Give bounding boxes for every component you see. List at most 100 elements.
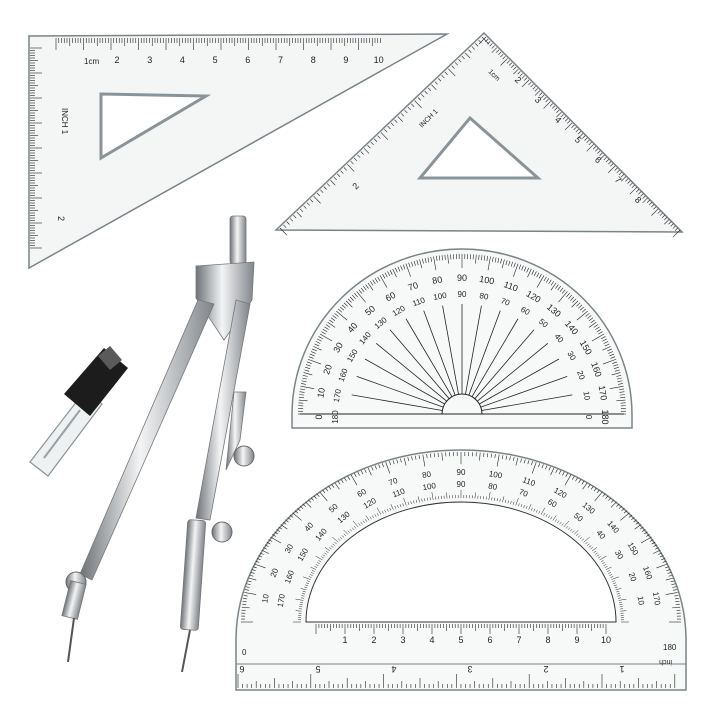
tick-mark (289, 514, 294, 518)
set-square-30-60-right-scale (478, 36, 681, 238)
tick-mark (602, 493, 606, 497)
tick-mark (608, 351, 614, 354)
tick-mark (672, 586, 677, 588)
tick-mark (394, 505, 397, 509)
tick-mark (538, 273, 542, 279)
tick-mark (596, 554, 600, 557)
tick-mark (360, 151, 364, 155)
small-protractor-outer-label: 0 (314, 414, 324, 419)
tick-mark (343, 529, 349, 535)
tick-mark (489, 43, 493, 47)
tick-mark (387, 125, 391, 130)
tick-mark (548, 279, 552, 285)
tick-mark (604, 343, 610, 347)
tick-mark (629, 182, 633, 186)
tick-mark (613, 582, 617, 584)
tick-mark (430, 256, 432, 262)
tick-mark (658, 552, 663, 555)
tick-mark (287, 517, 291, 521)
tick-mark (327, 321, 336, 328)
tick-mark (600, 336, 606, 340)
tick-mark (396, 459, 399, 464)
set-square-30-60-cm-label: 3 (533, 95, 544, 106)
set-square-30-60-cutout (416, 115, 542, 180)
tick-mark (657, 210, 661, 214)
small-protractor-inner-label: 170 (332, 388, 343, 403)
tick-mark (441, 255, 443, 261)
set-square-45-cm-unit: 1cm (84, 57, 99, 66)
tick-mark (527, 268, 532, 278)
tick-mark (352, 520, 359, 528)
tick-mark (451, 65, 455, 69)
tick-mark (527, 460, 530, 465)
tick-mark (538, 463, 541, 468)
protractor-ray (351, 394, 443, 411)
tick-mark (308, 576, 312, 578)
tick-mark (410, 501, 412, 505)
tick-mark (305, 501, 312, 508)
tick-mark (300, 383, 306, 385)
protractor-ray (474, 329, 535, 399)
tick-mark (661, 558, 666, 561)
small-protractor-inner-label: 70 (500, 296, 512, 308)
set-square-30-60-cm-label: 5 (573, 135, 584, 146)
tick-mark (636, 189, 640, 193)
tick-mark (635, 521, 640, 525)
tick-mark (625, 178, 629, 182)
tick-mark (422, 454, 426, 467)
protractor-ray (375, 342, 447, 402)
tick-mark (510, 261, 513, 267)
tick-mark (421, 498, 423, 502)
tick-mark (299, 394, 305, 396)
tick-mark (386, 508, 389, 512)
small-protractor-inner-label: 90 (458, 290, 467, 299)
tick-mark (310, 351, 316, 354)
tick-mark (247, 580, 252, 583)
tick-mark (575, 533, 579, 537)
tick-mark (599, 152, 603, 156)
compass-hinge-blade (225, 391, 247, 471)
tick-mark (364, 519, 368, 522)
set-square-30-60-cm-label: 7 (613, 175, 624, 186)
tick-mark (588, 321, 597, 328)
tick-mark (541, 94, 545, 98)
tick-mark (648, 201, 653, 206)
tick-mark (395, 267, 398, 273)
tick-mark (325, 324, 331, 328)
tick-mark (321, 556, 324, 559)
tick-mark (564, 474, 572, 486)
tick-mark (491, 45, 495, 49)
tick-mark (592, 146, 597, 150)
tick-mark (285, 519, 289, 523)
tick-mark (670, 223, 674, 227)
tick-mark (344, 477, 347, 482)
tick-mark (571, 476, 575, 480)
tick-mark (376, 507, 382, 515)
tick-mark (363, 148, 370, 154)
tick-mark (340, 479, 344, 483)
tick-mark (347, 476, 351, 480)
large-protractor-outer-label: 20 (269, 567, 281, 579)
tick-mark (620, 174, 625, 178)
tick-mark (521, 265, 524, 271)
tick-mark (387, 271, 391, 277)
large-protractor-inner-label: 20 (627, 571, 639, 583)
tick-mark (254, 563, 266, 569)
tick-mark (534, 88, 538, 92)
tick-mark (610, 576, 614, 578)
tick-mark (311, 570, 315, 572)
small-protractor-outer-label: 50 (363, 303, 377, 317)
protractor-ray (442, 305, 459, 395)
tick-mark (554, 519, 558, 522)
tick-mark (374, 465, 377, 470)
tick-mark (578, 304, 583, 309)
tick-mark (575, 477, 578, 482)
tick-mark (343, 167, 347, 171)
tick-mark (371, 466, 374, 471)
tick-mark (377, 135, 381, 139)
tick-mark (302, 591, 306, 593)
